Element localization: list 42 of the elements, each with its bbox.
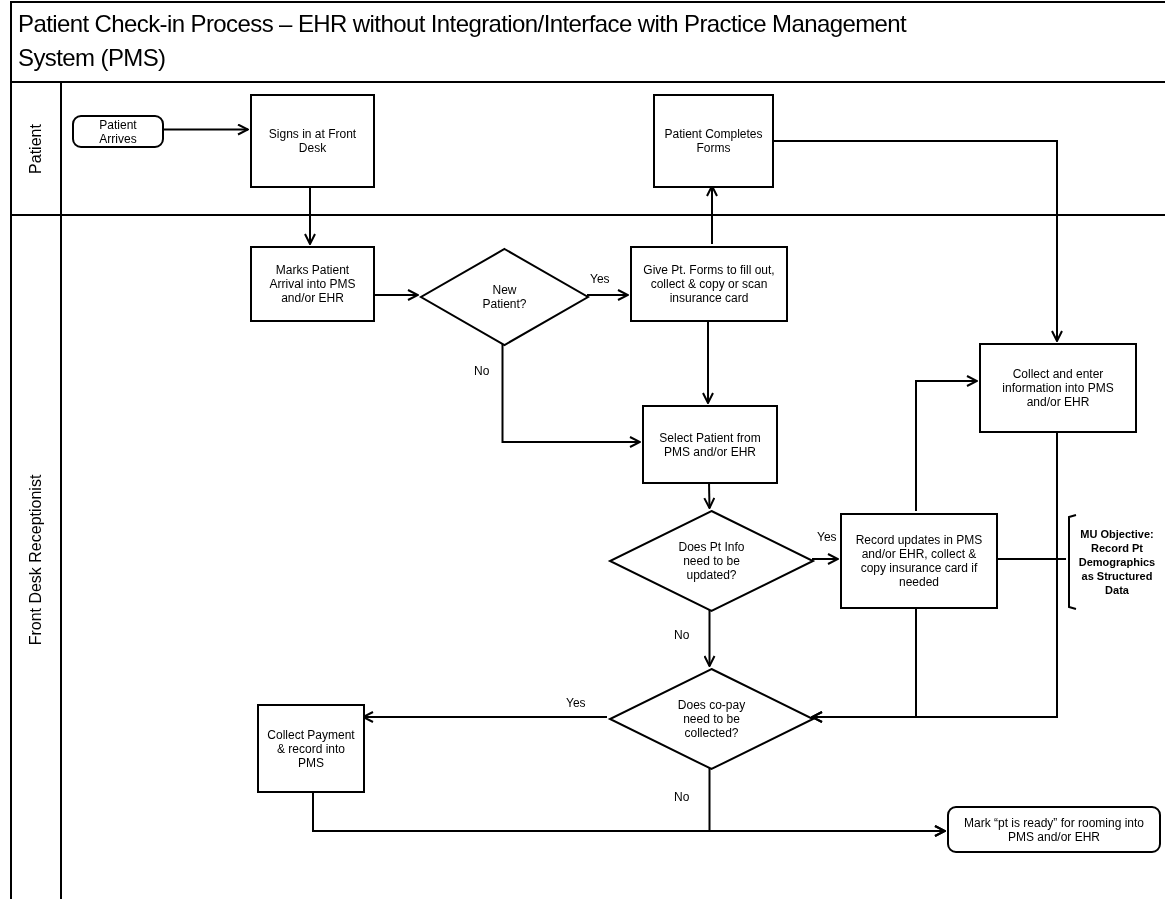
decision-diamond [609,668,814,770]
process-box [257,704,365,793]
node-label: Collect and enter information into PMS and/or EHR [1001,367,1115,409]
node-label: Collect Payment & record into PMS [266,727,356,770]
node-label: Does co-pay need to be collected? [676,698,747,740]
process-box [642,405,778,484]
arrow [915,375,978,512]
terminal-box [72,115,164,148]
process-box [630,246,788,322]
node-label: New Patient? [481,283,528,311]
edge-label: No [472,364,492,378]
terminal-box [947,806,1161,853]
lane-label: Front Desk Receptionist [27,474,45,646]
arrow [586,289,629,301]
arrow [811,553,839,565]
node-label: MU Objective: Record Pt Demographics as Structured Data [1077,527,1157,597]
edge-label: No [672,790,692,804]
process-box [250,246,375,322]
node-label: Patient Arrives [98,117,138,146]
edge-label: Yes [588,272,612,286]
node-label: Does Pt Info need to be updated? [677,540,746,582]
process-box [653,94,774,188]
process-box [250,94,375,188]
node-label: Patient Completes Forms [663,127,764,155]
node-label: Mark “pt is ready” for rooming into PMS and/or EHR [962,815,1146,844]
node-label: Give Pt. Forms to fill out, collect & copy or scan insurance card [642,263,776,305]
process-box [840,513,998,609]
decision-diamond [420,248,589,346]
swimlane [10,81,1165,216]
diagram-title: Patient Check-in Process – EHR without Integration/Interface with Practice Management System (PMS) [18,9,908,73]
node-label: Signs in at Front Desk [267,127,358,155]
node-label: Marks Patient Arrival into PMS and/or EHR [268,263,357,305]
node-label: Record updates in PMS and/or EHR, collect & copy insurance card if needed [854,533,984,589]
process-box [979,343,1137,433]
lane-label: Patient [27,123,45,174]
decision-diamond [609,510,814,612]
arrow [501,343,641,448]
edge-label: Yes [815,530,839,544]
arrow [703,609,716,667]
node-label: Select Patient from PMS and/or EHR [658,430,762,459]
edge-label: Yes [564,696,588,710]
edge-label: No [672,628,692,642]
